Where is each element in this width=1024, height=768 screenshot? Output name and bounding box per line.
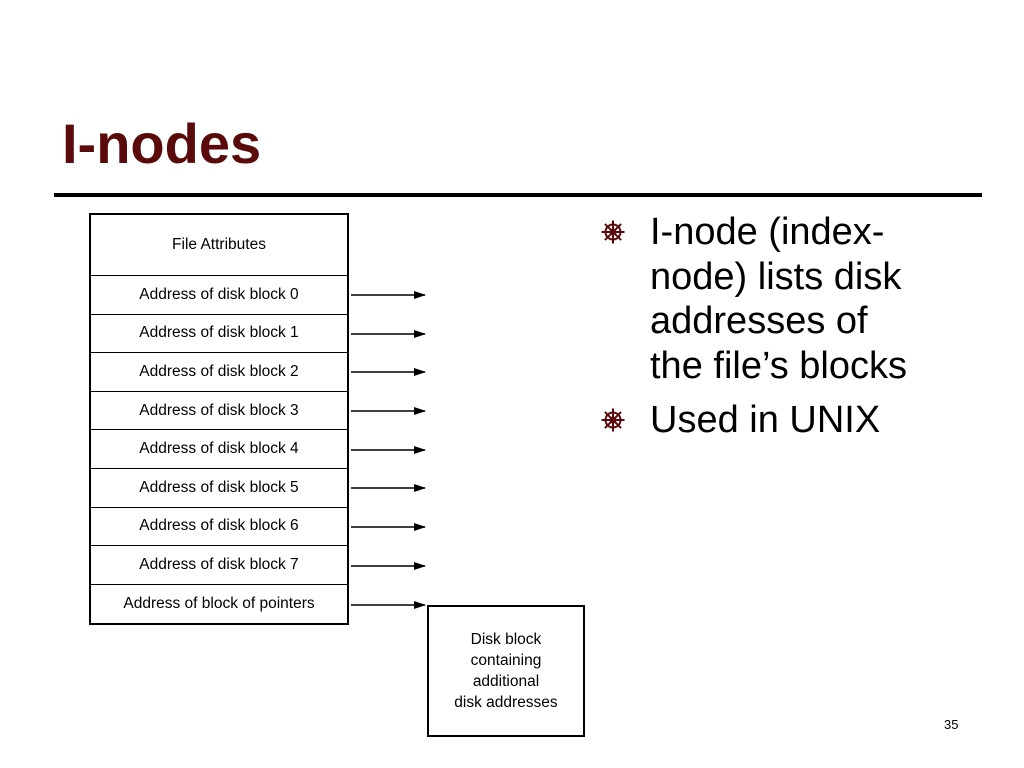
inode-cell-block-0: Address of disk block 0 xyxy=(91,276,347,315)
disk-block-label: Disk block containing additional disk ad… xyxy=(454,631,558,711)
slide-title: I-nodes xyxy=(62,112,262,175)
inode-cell-block-2: Address of disk block 2 xyxy=(91,353,347,392)
disk-block-box: Disk block containing additional disk ad… xyxy=(427,605,585,737)
bullet-item: I-node (index- node) lists disk addresse… xyxy=(600,210,1000,388)
ship-wheel-icon xyxy=(601,408,625,432)
bullet-text: I-node (index- node) lists disk addresse… xyxy=(650,211,907,387)
page-number: 35 xyxy=(944,717,959,732)
inode-cell-block-6: Address of disk block 6 xyxy=(91,508,347,547)
inode-cell-block-4: Address of disk block 4 xyxy=(91,430,347,469)
title-divider xyxy=(54,193,982,197)
inode-cell-pointer-block: Address of block of pointers xyxy=(123,595,315,613)
inode-table: File Attributes Address of disk block 0 … xyxy=(89,213,349,626)
inode-cell-file-attributes: File Attributes xyxy=(91,215,347,276)
bullet-list: I-node (index- node) lists disk addresse… xyxy=(600,210,1000,453)
bullet-text: Used in UNIX xyxy=(650,399,881,441)
bullet-item: Used in UNIX xyxy=(600,398,1000,443)
inode-cell-block-1: Address of disk block 1 xyxy=(91,315,347,354)
ship-wheel-icon xyxy=(601,220,625,244)
inode-cell-block-5: Address of disk block 5 xyxy=(91,469,347,508)
inode-cell-block-3: Address of disk block 3 xyxy=(91,392,347,431)
inode-cell-block-7: Address of disk block 7 xyxy=(91,546,347,585)
